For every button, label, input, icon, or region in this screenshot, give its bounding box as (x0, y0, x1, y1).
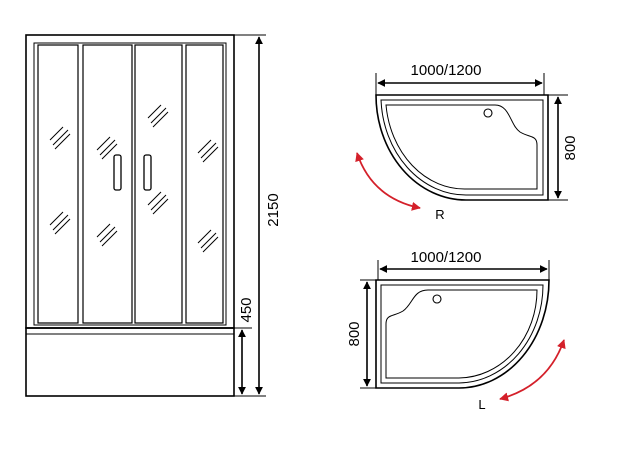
glass-reflections (49, 104, 219, 253)
left-tray-width-label: 1000/1200 (411, 249, 482, 266)
right-tray-depth-label: 800 (562, 135, 579, 160)
left-tray-drain (432, 294, 442, 304)
base-height-label: 450 (238, 297, 255, 322)
left-tray-rim (380, 284, 544, 384)
height-label: 2150 (265, 193, 282, 226)
left-door-arrow (499, 339, 566, 402)
left-side-label: L (478, 397, 485, 412)
left-tray-depth-label: 800 (346, 321, 363, 346)
front-view: 2150 450 (25, 34, 282, 397)
door-handle-left (113, 154, 122, 191)
glass-panel-4 (185, 44, 224, 324)
right-tray-drain (483, 108, 493, 118)
cabin-frame (25, 34, 235, 329)
glass-panel-3 (134, 44, 183, 324)
right-tray-rim (380, 99, 544, 196)
glass-panel-1 (37, 44, 79, 324)
right-tray-basin (385, 104, 538, 190)
left-tray-basin (385, 289, 538, 379)
cabin-base (25, 327, 235, 397)
left-tray: 1000/1200 800 L (346, 249, 566, 412)
right-tray-outline (375, 94, 549, 201)
door-handle-right (143, 154, 152, 191)
left-tray-outline (375, 279, 550, 389)
cabin-frame-inner (33, 42, 227, 326)
glass-panel-2 (82, 44, 133, 324)
right-door-arrow (355, 152, 421, 211)
right-tray-width-label: 1000/1200 (411, 62, 482, 79)
door-panels (37, 44, 224, 324)
right-side-label: R (435, 207, 444, 222)
right-tray: 1000/1200 800 R (355, 62, 579, 222)
